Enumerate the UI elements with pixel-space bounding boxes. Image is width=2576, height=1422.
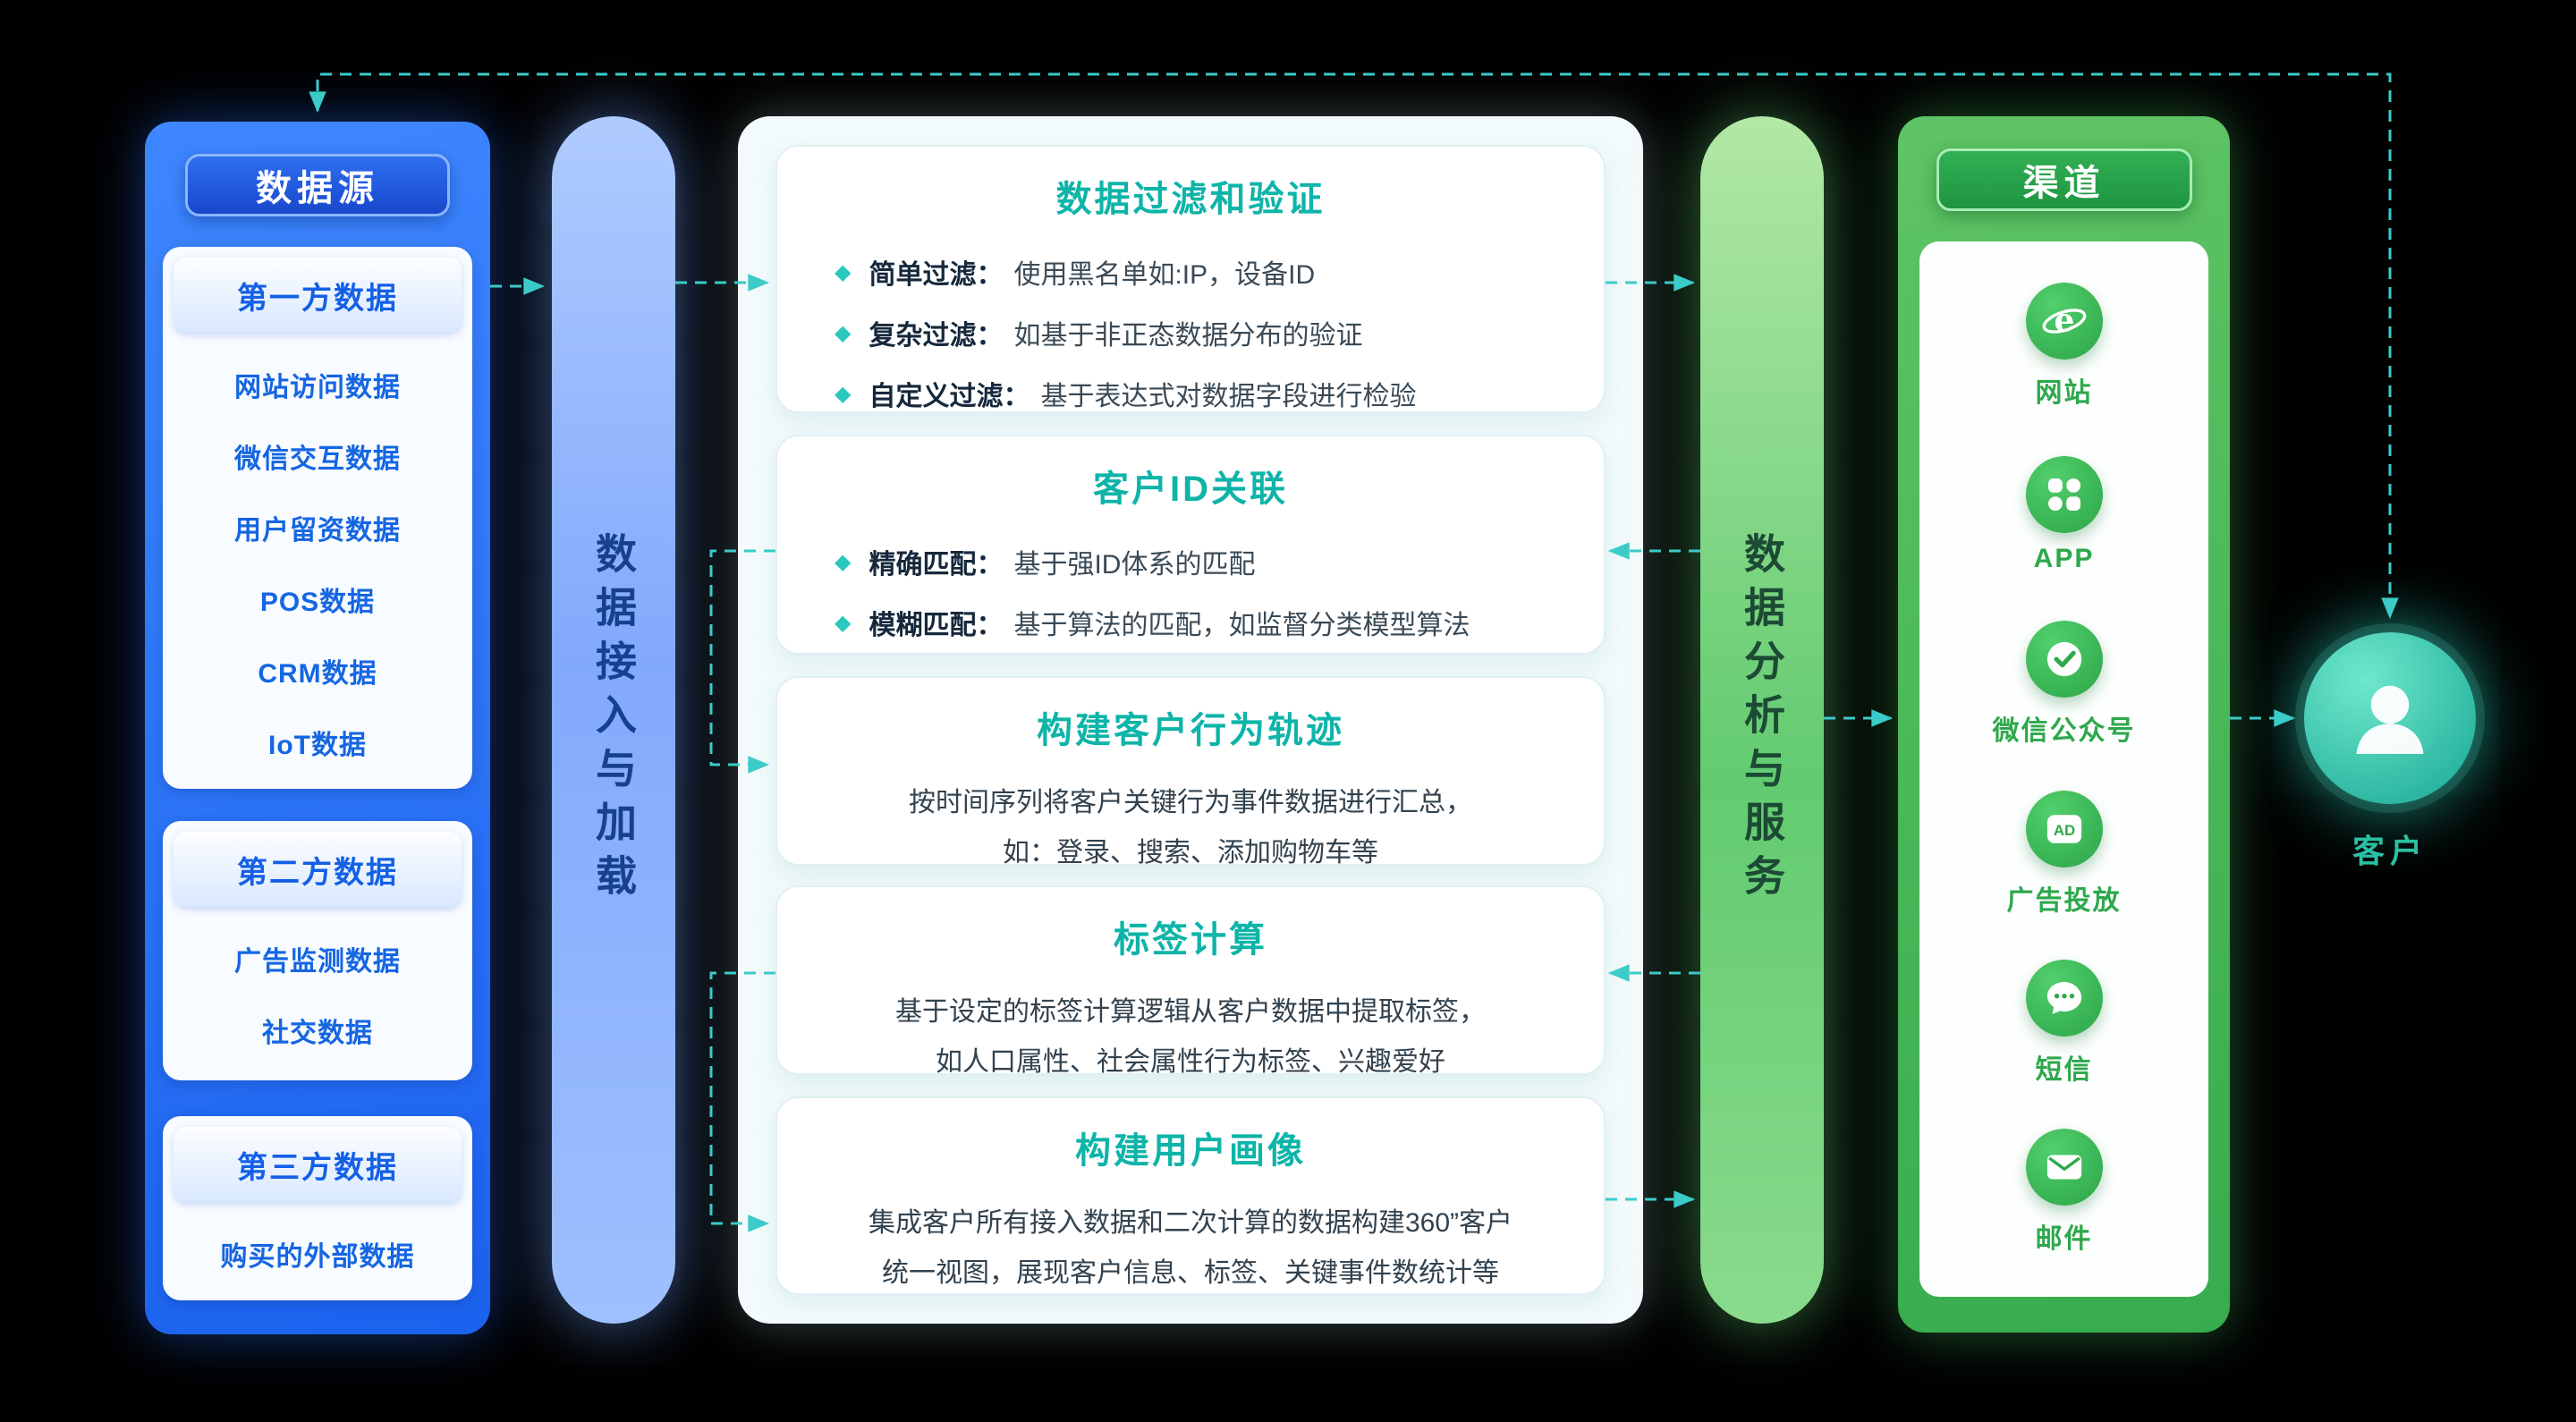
channel-email: 邮件 bbox=[1919, 1108, 2208, 1277]
ad-icon: AD bbox=[2025, 790, 2103, 868]
processing-panel: 数据过滤和验证 ◆ 简单过滤： 使用黑名单如:IP，设备ID ◆ 复杂过滤： 如… bbox=[738, 116, 1643, 1324]
card-data-filtering: 数据过滤和验证 ◆ 简单过滤： 使用黑名单如:IP，设备ID ◆ 复杂过滤： 如… bbox=[775, 145, 1606, 413]
channel-label: 网站 bbox=[2035, 377, 2093, 408]
browser-icon: e bbox=[2025, 282, 2103, 360]
list-item: 网站访问数据 bbox=[234, 373, 401, 402]
card-body-line: 统一视图，展现客户信息、标签、关键事件数统计等 bbox=[882, 1258, 1499, 1288]
ingestion-bar-label: 数据接入与加载 bbox=[590, 532, 637, 908]
app-grid-icon bbox=[2025, 455, 2103, 533]
bullet-text: 基于表达式对数据字段进行检验 bbox=[1040, 382, 1417, 411]
card-body-line: 按时间序列将客户关键行为事件数据进行汇总， bbox=[909, 788, 1472, 817]
bullet-text: 基于强ID体系的匹配 bbox=[1013, 550, 1256, 580]
list-item: 社交数据 bbox=[262, 1019, 373, 1048]
ingestion-bar: 数据接入与加载 bbox=[552, 116, 675, 1324]
card-user-profile: 构建用户画像 集成客户所有接入数据和二次计算的数据构建360”客户 统一视图，展… bbox=[775, 1096, 1606, 1295]
analysis-bar-label: 数据分析与服务 bbox=[1739, 532, 1785, 908]
bullet-row: ◆ 自定义过滤： 基于表达式对数据字段进行检验 bbox=[835, 374, 1604, 413]
diamond-bullet-icon: ◆ bbox=[835, 259, 852, 284]
card-body-line: 如人口属性、社会属性行为标签、兴趣爱好 bbox=[936, 1047, 1445, 1077]
channel-ads: AD 广告投放 bbox=[1919, 769, 2208, 938]
bullet-row: ◆ 复杂过滤： 如基于非正态数据分布的验证 bbox=[835, 313, 1604, 352]
channel-label: APP bbox=[2033, 543, 2095, 573]
card-body-line: 基于设定的标签计算逻辑从客户数据中提取标签， bbox=[895, 997, 1486, 1027]
customer-label: 客户 bbox=[2351, 833, 2428, 869]
channels-title: 渠道 bbox=[1936, 148, 2192, 211]
bullet-row: ◆ 精确匹配： 基于强ID体系的匹配 bbox=[835, 542, 1604, 581]
channel-label: 广告投放 bbox=[2006, 885, 2122, 916]
bullet-text: 如基于非正态数据分布的验证 bbox=[1013, 321, 1363, 351]
diamond-bullet-icon: ◆ bbox=[835, 610, 852, 635]
channel-label: 微信公众号 bbox=[1992, 716, 2136, 747]
channel-sms: 短信 bbox=[1919, 938, 2208, 1107]
first-party-header: 第一方数据 bbox=[174, 258, 462, 333]
card-title: 客户ID关联 bbox=[1093, 470, 1288, 509]
list-item: IoT数据 bbox=[268, 731, 367, 760]
first-party-items: 网站访问数据 微信交互数据 用户留资数据 POS数据 CRM数据 IoT数据 bbox=[174, 333, 462, 778]
card-body-line: 如：登录、搜索、添加购物车等 bbox=[1003, 838, 1378, 868]
email-icon bbox=[2025, 1129, 2103, 1206]
customer: 客户 bbox=[2304, 632, 2476, 872]
bullet-row: ◆ 简单过滤： 使用黑名单如:IP，设备ID bbox=[835, 252, 1604, 292]
third-party-items: 购买的外部数据 bbox=[174, 1202, 462, 1290]
channel-wechat-official: 微信公众号 bbox=[1919, 600, 2208, 769]
bullet-text: 基于算法的匹配，如监督分类模型算法 bbox=[1013, 611, 1470, 640]
bullet-label: 模糊匹配： bbox=[869, 611, 1004, 640]
second-party-header: 第二方数据 bbox=[174, 832, 462, 907]
card-body-line: 集成客户所有接入数据和二次计算的数据构建360”客户 bbox=[868, 1208, 1513, 1238]
second-party-items: 广告监测数据 社交数据 bbox=[174, 907, 462, 1066]
bullet-list: ◆ 简单过滤： 使用黑名单如:IP，设备ID ◆ 复杂过滤： 如基于非正态数据分… bbox=[835, 252, 1604, 413]
bullet-label: 复杂过滤： bbox=[869, 321, 1004, 351]
customer-avatar-icon bbox=[2304, 632, 2476, 804]
channel-label: 邮件 bbox=[2035, 1224, 2093, 1255]
card-title: 数据过滤和验证 bbox=[1055, 180, 1326, 219]
channels-panel: 渠道 e 网站 bbox=[1898, 116, 2230, 1333]
bullet-row: ◆ 模糊匹配： 基于算法的匹配，如监督分类模型算法 bbox=[835, 603, 1604, 642]
sms-bubble-icon bbox=[2025, 959, 2103, 1037]
list-item: 用户留资数据 bbox=[234, 516, 401, 546]
first-party-group: 第一方数据 网站访问数据 微信交互数据 用户留资数据 POS数据 CRM数据 I… bbox=[163, 247, 472, 789]
channel-label: 短信 bbox=[2035, 1054, 2093, 1085]
bullet-text: 使用黑名单如:IP，设备ID bbox=[1013, 260, 1316, 290]
analysis-bar: 数据分析与服务 bbox=[1700, 116, 1824, 1324]
card-title: 标签计算 bbox=[1114, 920, 1267, 960]
card-id-linking: 客户ID关联 ◆ 精确匹配： 基于强ID体系的匹配 ◆ 模糊匹配： 基于算法的匹… bbox=[775, 435, 1606, 655]
card-body: 基于设定的标签计算逻辑从客户数据中提取标签， 如人口属性、社会属性行为标签、兴趣… bbox=[777, 987, 1604, 1088]
channels-card: e 网站 APP bbox=[1919, 241, 2208, 1297]
card-body: 按时间序列将客户关键行为事件数据进行汇总， 如：登录、搜索、添加购物车等 bbox=[777, 778, 1604, 878]
list-item: POS数据 bbox=[259, 588, 376, 617]
list-item: 微信交互数据 bbox=[234, 444, 401, 474]
list-item: 购买的外部数据 bbox=[220, 1242, 415, 1272]
list-item: CRM数据 bbox=[258, 659, 377, 689]
channel-website: e 网站 bbox=[1919, 261, 2208, 430]
card-title: 构建用户画像 bbox=[1075, 1131, 1306, 1171]
card-title: 构建客户行为轨迹 bbox=[1037, 711, 1344, 750]
channel-app: APP bbox=[1919, 430, 2208, 599]
diamond-bullet-icon: ◆ bbox=[835, 320, 852, 345]
bullet-list: ◆ 精确匹配： 基于强ID体系的匹配 ◆ 模糊匹配： 基于算法的匹配，如监督分类… bbox=[835, 542, 1604, 642]
third-party-group: 第三方数据 购买的外部数据 bbox=[163, 1116, 472, 1300]
card-tag-computation: 标签计算 基于设定的标签计算逻辑从客户数据中提取标签， 如人口属性、社会属性行为… bbox=[775, 885, 1606, 1077]
card-body: 集成客户所有接入数据和二次计算的数据构建360”客户 统一视图，展现客户信息、标… bbox=[777, 1198, 1604, 1299]
verified-badge-icon bbox=[2025, 621, 2103, 698]
third-party-header: 第三方数据 bbox=[174, 1127, 462, 1202]
ad-icon-text: AD bbox=[2053, 821, 2074, 838]
svg-text:e: e bbox=[2054, 301, 2074, 339]
list-item: 广告监测数据 bbox=[234, 947, 401, 977]
card-behavior-trajectory: 构建客户行为轨迹 按时间序列将客户关键行为事件数据进行汇总， 如：登录、搜索、添… bbox=[775, 676, 1606, 868]
data-sources-title: 数据源 bbox=[185, 154, 450, 216]
bullet-label: 简单过滤： bbox=[869, 260, 1004, 290]
bullet-label: 自定义过滤： bbox=[869, 382, 1030, 411]
diamond-bullet-icon: ◆ bbox=[835, 549, 852, 574]
data-sources-panel: 数据源 第一方数据 网站访问数据 微信交互数据 用户留资数据 POS数据 CRM… bbox=[145, 122, 490, 1334]
bullet-label: 精确匹配： bbox=[869, 550, 1004, 580]
second-party-group: 第二方数据 广告监测数据 社交数据 bbox=[163, 821, 472, 1080]
diamond-bullet-icon: ◆ bbox=[835, 381, 852, 406]
